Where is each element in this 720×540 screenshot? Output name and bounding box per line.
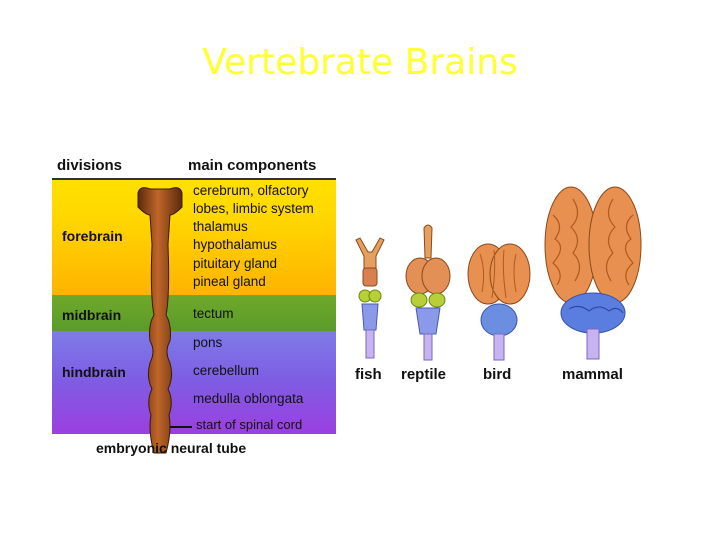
forebrain-label: forebrain: [62, 228, 123, 244]
fish-label: fish: [355, 366, 382, 383]
slide-title: Vertebrate Brains: [202, 42, 518, 83]
spinal-cord-label: start of spinal cord: [196, 417, 303, 432]
forebrain-band: [52, 178, 336, 295]
component-label: thalamus: [193, 219, 248, 234]
bird-brain-illustration: [467, 243, 531, 361]
spinal-cord-pointer: [170, 426, 192, 428]
component-label: medulla oblongata: [193, 391, 304, 406]
neural-tube-caption: embryonic neural tube: [96, 440, 247, 456]
hindbrain-band: [52, 331, 336, 434]
header-rule: [52, 178, 336, 180]
midbrain-label: midbrain: [62, 307, 122, 323]
component-label: lobes, limbic system: [193, 201, 314, 216]
mammal-label: mammal: [562, 366, 623, 383]
component-label: tectum: [193, 306, 234, 321]
bird-label: bird: [483, 366, 512, 383]
divisions-header: divisions: [57, 157, 123, 174]
fish-brain-illustration: [355, 237, 385, 359]
component-label: cerebrum, olfactory: [193, 183, 309, 198]
component-label: hypothalamus: [193, 237, 278, 252]
reptile-label: reptile: [401, 366, 447, 383]
midbrain-band: [52, 295, 336, 331]
component-label: pineal gland: [193, 274, 266, 289]
component-label: pituitary gland: [193, 256, 278, 271]
components-header: main components: [188, 157, 317, 174]
reptile-brain-illustration: [405, 224, 451, 361]
component-label: pons: [193, 335, 223, 350]
division-bands: [52, 178, 336, 434]
mammal-brain-illustration: [544, 186, 642, 360]
component-label: cerebellum: [193, 363, 260, 378]
neural-tube-illustration: [137, 187, 183, 454]
hindbrain-label: hindbrain: [62, 364, 126, 380]
